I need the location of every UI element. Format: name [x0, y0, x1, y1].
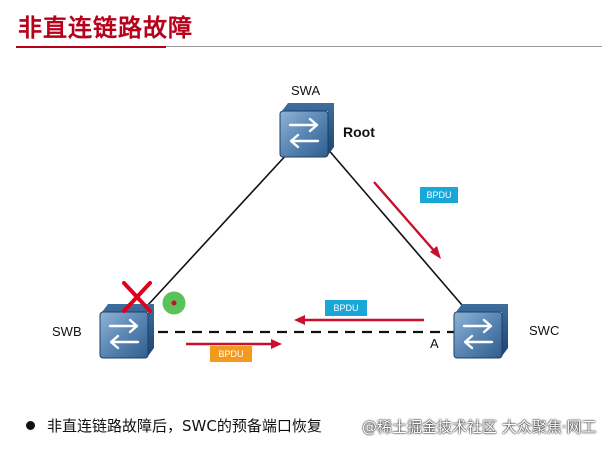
x-mark-icon: [122, 281, 152, 313]
arrow-swc-to-swb: [294, 315, 424, 325]
switch-swb: [98, 302, 156, 360]
bpdu-tag-swb-to-swc: BPDU: [210, 346, 252, 362]
bpdu-tag-swc-to-swb: BPDU: [325, 300, 367, 316]
bpdu-tag-swa-to-swc: BPDU: [420, 187, 458, 203]
slide-title: 非直连链路故障: [18, 14, 193, 42]
switch-icon: [98, 302, 156, 360]
swa-label: SWA: [291, 83, 321, 98]
swa-root-label: Root: [343, 124, 375, 140]
watermark: @稀土掘金技术社区 大众聚焦·网工: [362, 418, 597, 436]
bullet-item: 非直连链路故障后，SWC的预备端口恢复: [26, 413, 322, 437]
swc-port-a-label: A: [430, 336, 439, 351]
switch-swa: [278, 101, 336, 159]
arrow-swb-to-swc: [186, 339, 282, 349]
switch-swc: [452, 302, 510, 360]
swb-label: SWB: [52, 324, 82, 339]
arrow-swa-to-swc: [373, 181, 441, 259]
link-swa-swb: [135, 139, 301, 319]
swc-label: SWC: [529, 323, 560, 338]
bullet-dot-icon: [26, 420, 35, 430]
title-accent-bar: [16, 46, 166, 48]
link-swa-swc: [319, 139, 469, 313]
bullet-text: 非直连链路故障后，SWC的预备端口恢复: [47, 416, 322, 435]
switch-icon: [452, 302, 510, 360]
title-divider: [16, 46, 602, 47]
switch-icon: [278, 101, 336, 159]
green-port-icon: [161, 290, 187, 316]
